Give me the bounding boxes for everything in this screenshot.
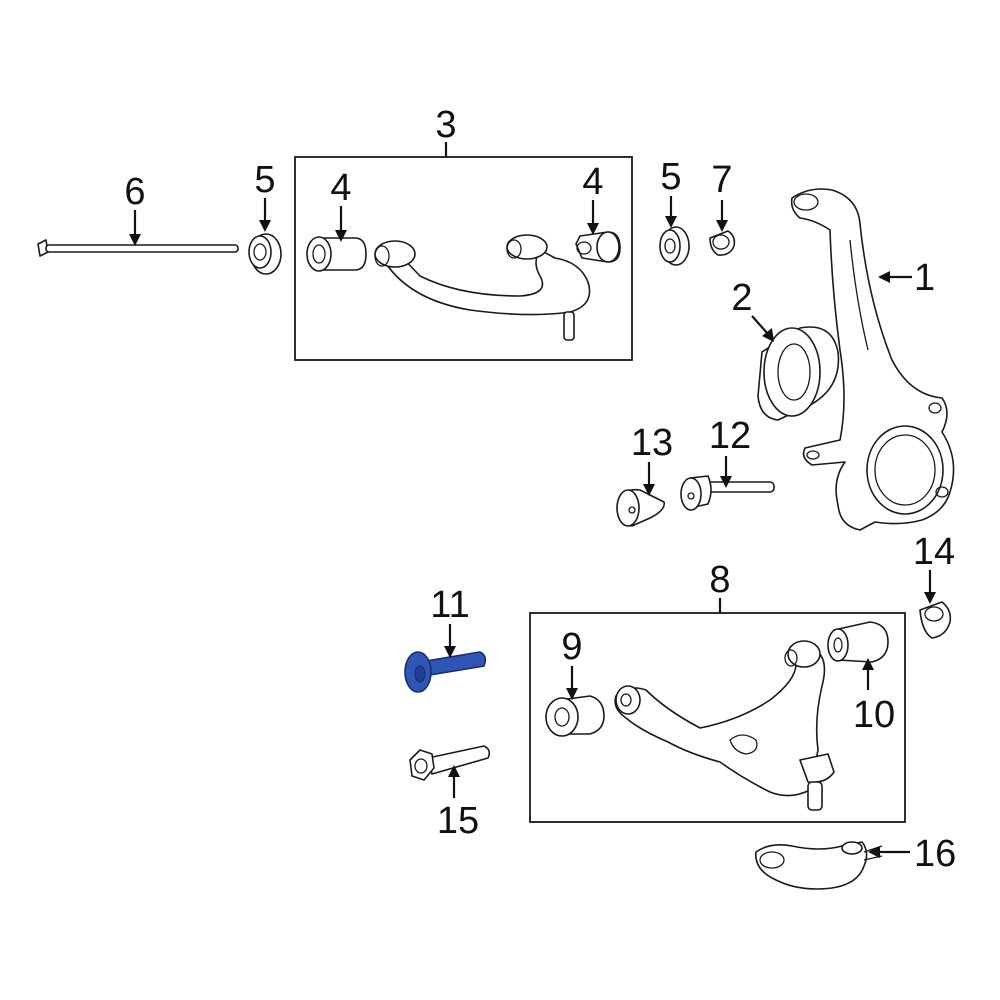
callout-16: 16 bbox=[914, 833, 956, 875]
part-5-washer-left[interactable] bbox=[248, 233, 282, 275]
callout-15: 15 bbox=[437, 800, 479, 842]
callout-4b: 4 bbox=[582, 161, 603, 203]
callout-5a-arrowhead bbox=[259, 220, 271, 232]
part-7-nut[interactable] bbox=[709, 230, 736, 256]
part-4-bushing-right[interactable] bbox=[575, 231, 621, 263]
callout-1: 1 bbox=[914, 257, 935, 299]
part-10-bushing[interactable] bbox=[827, 621, 889, 663]
callout-16-arrowhead bbox=[868, 846, 880, 858]
callout-9-arrowhead bbox=[566, 688, 578, 700]
callout-12: 12 bbox=[709, 415, 751, 457]
callout-14: 14 bbox=[913, 531, 955, 573]
upper-control-arm[interactable] bbox=[374, 234, 591, 341]
part-16-bracket[interactable] bbox=[755, 841, 883, 890]
callout-6: 6 bbox=[124, 171, 145, 213]
callout-7: 7 bbox=[711, 159, 732, 201]
callout-4a-arrowhead bbox=[335, 230, 347, 242]
callout-3: 3 bbox=[435, 104, 456, 146]
part-13-boot[interactable] bbox=[616, 488, 666, 527]
lower-arm-group-frame bbox=[529, 612, 906, 823]
part-1-steering-knuckle[interactable] bbox=[790, 188, 955, 531]
callout-2-leader bbox=[751, 315, 769, 335]
callout-6-arrowhead bbox=[129, 234, 141, 246]
callout-11: 11 bbox=[430, 584, 469, 626]
callout-2-arrowhead bbox=[762, 328, 774, 342]
part-12-pin-bolt[interactable] bbox=[680, 475, 775, 511]
callout-4b-arrowhead bbox=[587, 223, 599, 235]
part-9-bushing[interactable] bbox=[545, 695, 605, 737]
callout-9: 9 bbox=[561, 626, 582, 668]
callout-11-arrowhead bbox=[444, 646, 456, 658]
part-6-long-bolt[interactable] bbox=[37, 239, 239, 257]
lower-control-arm[interactable] bbox=[614, 640, 835, 811]
callout-14-arrowhead bbox=[924, 592, 936, 604]
part-15-flange-bolt[interactable] bbox=[409, 745, 491, 781]
callout-1-arrowhead bbox=[878, 271, 890, 283]
callout-5b: 5 bbox=[660, 156, 681, 198]
callout-10-arrowhead bbox=[862, 658, 874, 670]
callout-13: 13 bbox=[631, 422, 673, 464]
callout-15-arrowhead bbox=[448, 765, 460, 777]
callout-5a: 5 bbox=[254, 159, 275, 201]
callout-5b-arrowhead bbox=[665, 216, 677, 228]
callout-8: 8 bbox=[709, 559, 730, 601]
callout-4a: 4 bbox=[330, 167, 351, 209]
callout-13-arrowhead bbox=[643, 484, 655, 496]
part-11-cam-bolt-highlighted[interactable] bbox=[404, 651, 487, 693]
part-2-wheel-bearing[interactable] bbox=[757, 326, 840, 421]
callout-12-arrowhead bbox=[720, 476, 732, 488]
part-4-bushing-left[interactable] bbox=[306, 236, 367, 272]
upper-arm-group-frame bbox=[294, 156, 633, 361]
callout-7-arrowhead bbox=[716, 220, 728, 232]
part-14-nut[interactable] bbox=[919, 601, 952, 639]
callout-2: 2 bbox=[731, 277, 752, 319]
part-5-washer-right[interactable] bbox=[659, 226, 690, 266]
callout-10: 10 bbox=[853, 694, 895, 736]
